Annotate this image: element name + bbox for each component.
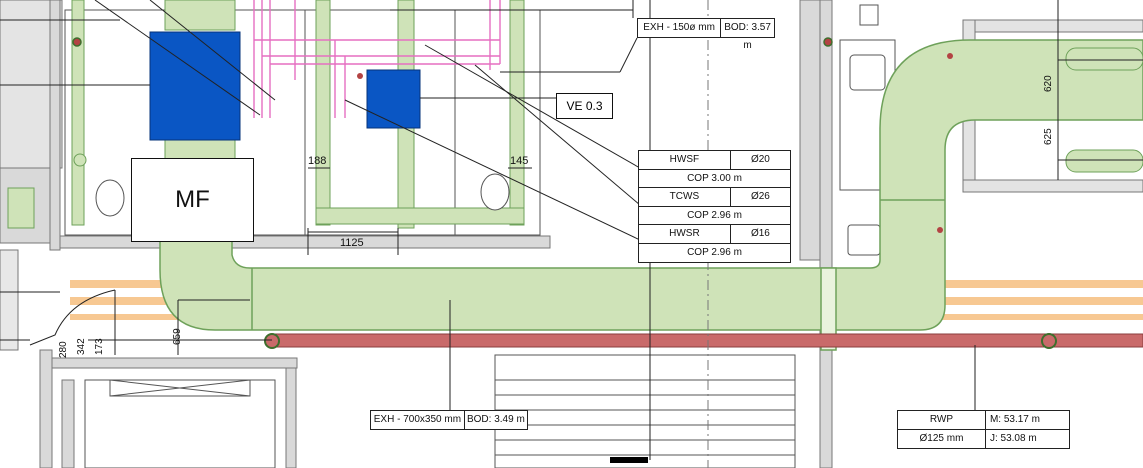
exh-top-bod: BOD: 3.57 m [720,19,774,51]
dim-659: 659 [172,328,183,345]
rwp-j: J: 53.08 m [984,430,1069,448]
dim-625: 625 [1043,128,1054,145]
dim-188: 188 [308,155,327,167]
dim-342: 342 [76,338,87,355]
hwsf-name: HWSF [669,154,700,165]
exh-main-size: EXH - 700x350 mm [373,414,462,425]
dim-1125: 1125 [340,237,364,249]
room-label-mf: MF [131,158,254,242]
tcws-cop: COP 2.96 m [687,210,742,221]
tcws-dia: Ø26 [729,188,790,206]
rwp-name: RWP [929,414,954,425]
pink-pipes [253,0,501,118]
rwp-tag: RWP M: 53.17 m Ø125 mm J: 53.08 m [897,410,1070,449]
ve-tag: VE 0.3 [556,93,613,119]
exh-top-tag: EXH - 150ø mm BOD: 3.57 m [637,18,775,51]
main-duct [159,39,1143,351]
hwsr-dia: Ø16 [729,225,790,243]
tcws-tag: TCWS Ø26 COP 2.96 m [638,187,791,226]
hwsf-dia: Ø20 [729,151,790,169]
hwsr-cop: COP 2.96 m [687,247,742,258]
toilets [95,173,510,217]
dim-620: 620 [1043,75,1054,92]
exh-top-size: EXH - 150ø mm [643,22,715,33]
rwp-pipe [264,333,1143,349]
tcws-name: TCWS [669,191,700,202]
rwp-dia: Ø125 mm [919,433,964,444]
exh-main-tag: EXH - 700x350 mm BOD: 3.49 m [370,410,528,430]
branch-ducts [7,0,1143,229]
fixture-dots [72,37,953,233]
exh-main-bod: BOD: 3.49 m [463,411,527,429]
room-outlines [64,4,896,468]
hwsr-name: HWSR [669,228,700,239]
hwsr-tag: HWSR Ø16 COP 2.96 m [638,224,791,263]
rwp-m: M: 53.17 m [984,411,1069,429]
hwsf-cop: COP 3.00 m [687,173,742,184]
blue-units [149,31,421,141]
hwsf-tag: HWSF Ø20 COP 3.00 m [638,150,791,189]
dim-145: 145 [510,155,529,167]
dim-280: 280 [58,341,69,358]
leader-lines [0,0,976,463]
dim-173: 173 [94,338,105,355]
